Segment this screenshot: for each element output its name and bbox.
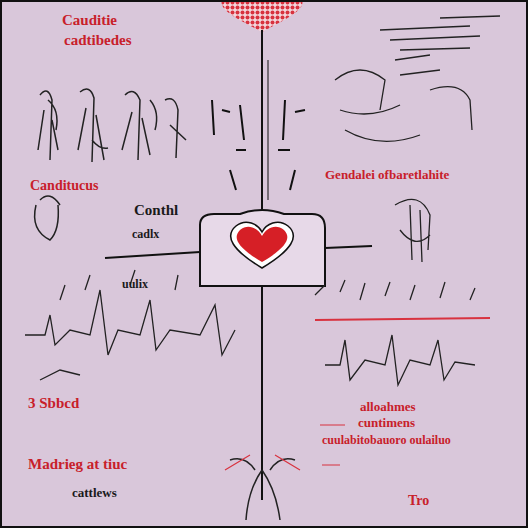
text-label: uulix xyxy=(122,278,148,291)
text-label: cuulabitobauoro oulailuo xyxy=(322,434,451,447)
text-label: 3 Sbbcd xyxy=(28,395,79,412)
text-label: Canditucus xyxy=(30,178,98,193)
dotted-heart xyxy=(222,0,303,32)
text-label: Gendalei ofbaretlahite xyxy=(325,168,449,182)
ecg-trace xyxy=(315,280,475,385)
text-label: cadlx xyxy=(132,228,159,241)
text-label: Tro xyxy=(408,493,429,508)
ecg-trace xyxy=(25,270,235,380)
text-label: Conthl xyxy=(134,202,178,219)
red-arrows xyxy=(225,425,345,470)
axis-line xyxy=(325,246,372,248)
text-label: alloahmes xyxy=(360,400,416,414)
figure-sketches xyxy=(230,459,295,520)
heart-outline xyxy=(231,222,294,268)
text-label: Cauditie xyxy=(62,12,117,29)
red-heart xyxy=(237,227,288,262)
figure-sketches xyxy=(35,89,186,240)
text-label: cattlews xyxy=(72,486,117,500)
axis-line xyxy=(105,252,200,258)
tick-marks xyxy=(212,100,305,190)
heart-box xyxy=(200,210,325,286)
text-label: Madrieg at tiuc xyxy=(28,456,127,473)
figure-sketches xyxy=(335,16,500,262)
spine-line xyxy=(268,60,269,200)
text-label: cadtibedes xyxy=(64,32,132,49)
text-label: cuntimens xyxy=(358,416,415,430)
red-baseline xyxy=(315,318,490,320)
